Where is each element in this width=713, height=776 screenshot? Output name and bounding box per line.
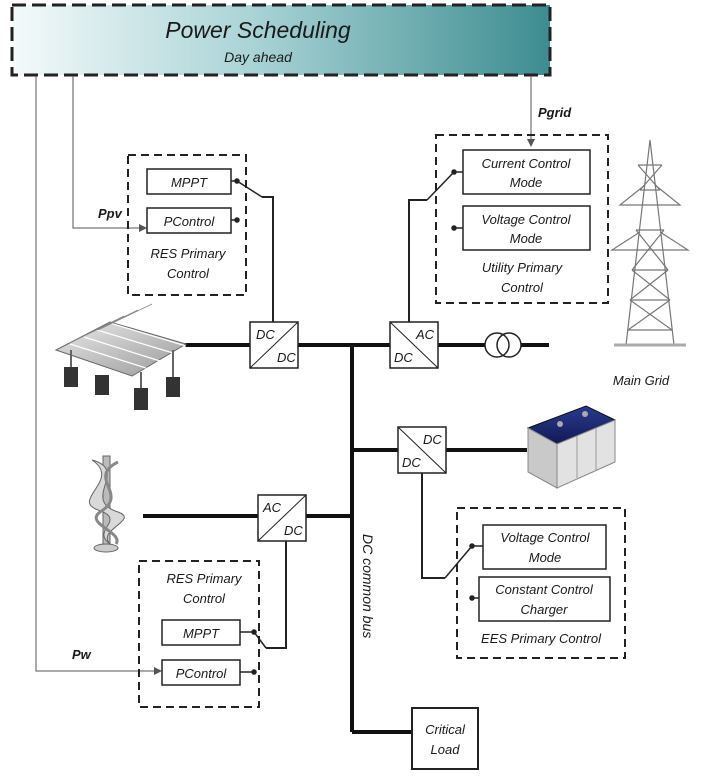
critical-load-box: Critical Load xyxy=(411,707,479,770)
wind-control-switch xyxy=(240,541,287,675)
solar-panel-icon xyxy=(54,303,188,410)
converter-wind-top: AC xyxy=(262,500,282,515)
pv-control-switch xyxy=(231,178,274,325)
ees-mode2-line2: Charger xyxy=(521,602,569,617)
voltage-control-mode-2: Mode xyxy=(510,231,543,246)
converter-grid-bottom: DC xyxy=(394,350,413,365)
voltage-control-mode-1: Voltage Control xyxy=(481,212,571,227)
converter-battery-dcdc: DC DC xyxy=(397,426,447,474)
wind-turbine-icon xyxy=(88,455,125,553)
ees-mode1-line2: Mode xyxy=(529,550,562,565)
ppv-signal-label: Ppv xyxy=(98,206,123,221)
converter-grid-acdc: AC DC xyxy=(389,321,439,369)
pcontrol-label-top: PControl xyxy=(164,214,216,229)
mppt-label-bottom: MPPT xyxy=(183,626,220,641)
ees-control-switch xyxy=(421,473,483,601)
transformer-icon xyxy=(484,332,522,358)
critical-load-line2: Load xyxy=(431,742,461,757)
battery-icon xyxy=(526,405,617,489)
power-scheduling-box: Power Scheduling Day ahead xyxy=(10,3,552,77)
current-control-mode-1: Current Control xyxy=(482,156,572,171)
mppt-block-top xyxy=(146,168,232,195)
converter-grid-top: AC xyxy=(415,327,435,342)
converter-pv-dcdc: DC DC xyxy=(249,321,299,369)
pw-signal-label: Pw xyxy=(72,647,92,662)
res-primary-control-top: MPPT PControl RES Primary Control xyxy=(127,154,247,296)
converter-pv-bottom: DC xyxy=(277,350,296,365)
converter-battery-top: DC xyxy=(423,432,442,447)
power-lines xyxy=(143,343,549,734)
ees-caption: EES Primary Control xyxy=(481,631,602,646)
res-primary-control-bottom: RES Primary Control MPPT PControl xyxy=(138,560,260,708)
utility-caption-1: Utility Primary xyxy=(482,260,564,275)
utility-caption-2: Control xyxy=(501,280,544,295)
res-caption-top-2: Control xyxy=(167,266,210,281)
ees-mode2-line1: Constant Control xyxy=(495,582,594,597)
pgrid-signal-label: Pgrid xyxy=(538,105,572,120)
ees-primary-control: Voltage Control Mode Constant Control Ch… xyxy=(456,507,626,659)
dc-common-bus-label: DC common bus xyxy=(360,534,376,638)
pcontrol-label-bottom: PControl xyxy=(176,666,228,681)
converter-battery-bottom: DC xyxy=(402,455,421,470)
pcontrol-block-top xyxy=(146,207,232,234)
transmission-tower-icon xyxy=(609,139,691,347)
converter-wind-bottom: DC xyxy=(284,523,303,538)
mppt-label-top: MPPT xyxy=(171,175,208,190)
res-caption-top-1: RES Primary xyxy=(150,246,227,261)
critical-load-line1: Critical xyxy=(425,722,466,737)
converter-wind-acdc: AC DC xyxy=(257,494,307,542)
res-caption-bottom-2: Control xyxy=(183,591,226,606)
power-scheduling-title: Power Scheduling xyxy=(165,17,351,43)
utility-primary-control: Current Control Mode Voltage Control Mod… xyxy=(435,134,609,304)
utility-control-switch xyxy=(408,169,463,325)
ees-mode1-line1: Voltage Control xyxy=(500,530,590,545)
res-caption-bottom-1: RES Primary xyxy=(166,571,243,586)
day-ahead-subtitle: Day ahead xyxy=(224,49,293,65)
converter-pv-top: DC xyxy=(256,327,275,342)
current-control-mode-2: Mode xyxy=(510,175,543,190)
main-grid-label: Main Grid xyxy=(613,373,670,388)
